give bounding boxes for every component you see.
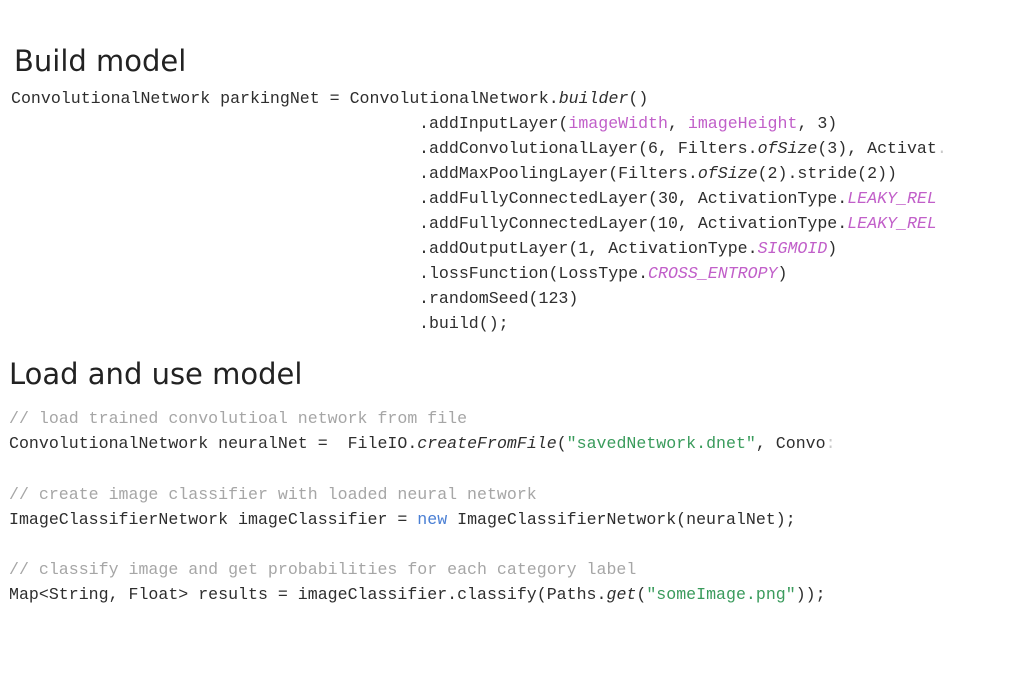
build-model-heading: Build model — [14, 44, 187, 78]
method-prefix: .addMaxPoolingLayer(Filters. — [419, 164, 698, 183]
string-literal: "someImage.png" — [646, 585, 796, 604]
method-name: get — [606, 585, 637, 604]
open-paren: ( — [636, 585, 647, 604]
argument: imageWidth — [568, 114, 668, 133]
comment-classify-image: // classify image and get probabilities … — [9, 560, 637, 579]
call-tail: () — [628, 89, 649, 108]
code-line-add-convolutional-layer: .addConvolutionalLayer(6, Filters.ofSize… — [419, 139, 947, 159]
activation-constant: SIGMOID — [757, 239, 828, 258]
call-tail: (3), Activat — [817, 139, 937, 158]
load-model-heading: Load and use model — [9, 357, 303, 391]
truncation-mark: . — [936, 139, 947, 158]
code-line-add-input-layer: .addInputLayer(imageWidth, imageHeight, … — [419, 114, 837, 134]
call-tail: ) — [827, 239, 838, 258]
method-name: builder — [558, 89, 629, 108]
activation-constant: LEAKY_REL — [847, 189, 937, 208]
call-tail: , Convo — [755, 434, 826, 453]
open-paren: ( — [556, 434, 567, 453]
method-name: ofSize — [757, 139, 818, 158]
code-line-add-fully-connected-layer-10: .addFullyConnectedLayer(10, ActivationTy… — [419, 214, 937, 234]
method-name: ofSize — [697, 164, 758, 183]
method-prefix: .addFullyConnectedLayer(10, ActivationTy… — [419, 214, 848, 233]
code-line-builder: ConvolutionalNetwork parkingNet = Convol… — [11, 89, 648, 109]
code-line-load-network: ConvolutionalNetwork neuralNet = FileIO.… — [9, 434, 836, 454]
declaration: ConvolutionalNetwork parkingNet = — [11, 89, 350, 108]
code-line-random-seed: .randomSeed(123) — [419, 289, 578, 309]
call-tail: ) — [777, 264, 788, 283]
call-tail: , 3) — [797, 114, 838, 133]
loss-constant: CROSS_ENTROPY — [648, 264, 778, 283]
method-name: createFromFile — [417, 434, 557, 453]
separator: , — [667, 114, 688, 133]
call-tail: )); — [795, 585, 826, 604]
comment-load-network: // load trained convolutioal network fro… — [9, 409, 468, 428]
code-line-add-max-pooling-layer: .addMaxPoolingLayer(Filters.ofSize(2).st… — [419, 164, 897, 184]
declaration: Map<String, Float> results = imageClassi… — [9, 585, 607, 604]
code-line-add-fully-connected-layer-30: .addFullyConnectedLayer(30, ActivationTy… — [419, 189, 937, 209]
method-prefix: .addConvolutionalLayer(6, Filters. — [419, 139, 758, 158]
activation-constant: LEAKY_REL — [847, 214, 937, 233]
declaration: ConvolutionalNetwork neuralNet = FileIO. — [9, 434, 418, 453]
code-line-build: .build(); — [419, 314, 509, 334]
method-prefix: .build(); — [419, 314, 509, 333]
method-prefix: .lossFunction(LossType. — [419, 264, 649, 283]
call-tail: (2).stride(2)) — [757, 164, 897, 183]
call-target: ConvolutionalNetwork. — [349, 89, 559, 108]
code-line-loss-function: .lossFunction(LossType.CROSS_ENTROPY) — [419, 264, 787, 284]
argument: imageHeight — [687, 114, 798, 133]
comment-create-classifier: // create image classifier with loaded n… — [9, 485, 537, 504]
code-line-add-output-layer: .addOutputLayer(1, ActivationType.SIGMOI… — [419, 239, 837, 259]
method-prefix: .addInputLayer( — [419, 114, 569, 133]
declaration: ImageClassifierNetwork imageClassifier = — [9, 510, 418, 529]
code-line-classify-image: Map<String, Float> results = imageClassi… — [9, 585, 826, 605]
new-keyword: new — [417, 510, 448, 529]
call-tail: ImageClassifierNetwork(neuralNet); — [447, 510, 796, 529]
truncation-mark: : — [825, 434, 836, 453]
method-prefix: .addOutputLayer(1, ActivationType. — [419, 239, 758, 258]
method-prefix: .addFullyConnectedLayer(30, ActivationTy… — [419, 189, 848, 208]
method-prefix: .randomSeed(123) — [419, 289, 579, 308]
code-line-create-classifier: ImageClassifierNetwork imageClassifier =… — [9, 510, 796, 530]
string-literal: "savedNetwork.dnet" — [566, 434, 756, 453]
